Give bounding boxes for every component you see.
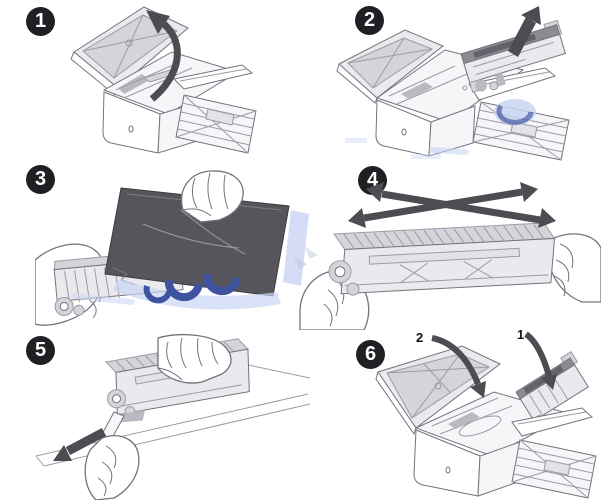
close-step-label: 2 [416, 330, 423, 345]
watermark [345, 99, 536, 159]
toner-cartridge [460, 19, 567, 93]
toner-cartridge [328, 222, 556, 296]
printer-lid-open [336, 29, 444, 104]
top-hand [181, 170, 244, 223]
step-6-illustration: 2 1 [375, 327, 597, 499]
insert-cartridge-arrow-icon [524, 331, 557, 390]
remove-arrow-icon [508, 6, 541, 57]
step-1-badge: 1 [26, 7, 55, 36]
step-5-illustration [35, 334, 310, 500]
watermark [71, 210, 309, 310]
ghost-mark [304, 246, 318, 259]
step-3-illustration [35, 170, 309, 326]
pull-arrow-icon [53, 428, 107, 461]
step-2-illustration [336, 6, 570, 161]
step-3-badge: 3 [26, 165, 55, 194]
printer-body [413, 407, 597, 499]
step-6-badge: 6 [356, 340, 385, 369]
right-hand [549, 233, 601, 303]
step-2-badge: 2 [355, 6, 384, 35]
printer-body [102, 64, 257, 154]
insert-step-label: 1 [517, 327, 524, 342]
close-lid-arrow-icon [431, 335, 486, 398]
rock-arrows-icon [348, 182, 556, 228]
step-4-illustration [299, 182, 601, 330]
pulling-hand [84, 435, 140, 500]
step-1-illustration [70, 6, 257, 154]
top-hand [157, 334, 232, 384]
open-lid-arrow-icon [146, 10, 181, 102]
step-5-badge: 5 [26, 336, 55, 365]
